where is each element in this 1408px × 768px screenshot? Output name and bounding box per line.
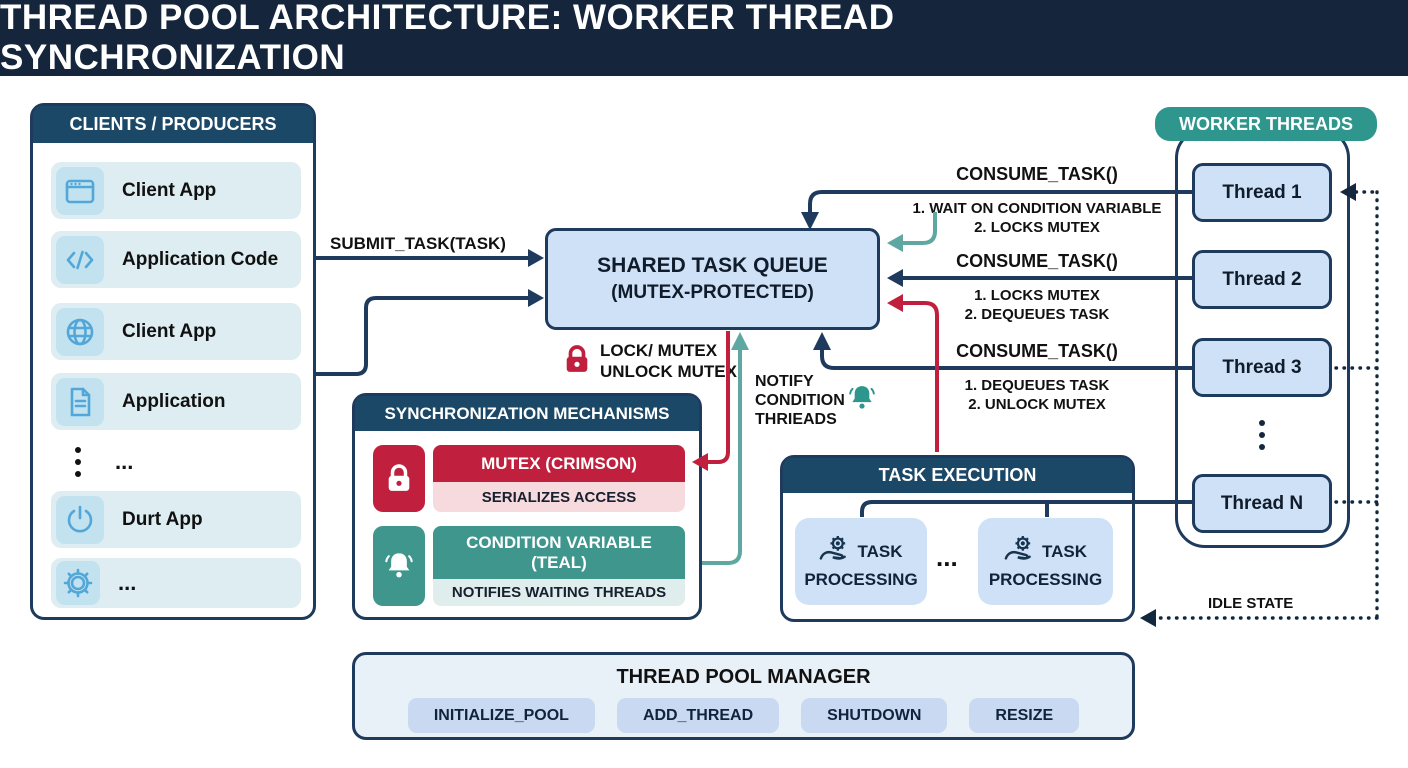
task-processing-box: TASK PROCESSING — [978, 518, 1113, 605]
client-label: Client App — [122, 320, 217, 342]
shared-task-queue: SHARED TASK QUEUE (MUTEX-PROTECTED) — [545, 228, 880, 330]
vertical-ellipsis-icon — [75, 447, 81, 477]
globe-icon — [56, 307, 104, 356]
queue-subtitle: (MUTEX-PROTECTED) — [611, 282, 814, 303]
ellipsis-label: ... — [115, 449, 134, 474]
bell-icon — [849, 384, 875, 417]
list-item: Application Code — [51, 231, 301, 288]
thread-2-box: Thread 2 — [1192, 250, 1332, 309]
add-thread-button: ADD_THREAD — [616, 698, 780, 733]
consume-task-annotation: CONSUME_TASK() 1. WAIT ON CONDITION VARI… — [912, 164, 1162, 236]
page-title: THREAD POOL ARCHITECTURE: WORKER THREAD … — [0, 0, 895, 77]
client-label: Durt App — [122, 508, 203, 530]
clients-producers-header: CLIENTS / PRODUCERS — [33, 106, 313, 143]
resize-button: RESIZE — [969, 698, 1080, 733]
manager-title: THREAD POOL MANAGER — [616, 666, 871, 688]
mutex-title: MUTEX (CRIMSON) — [433, 445, 685, 482]
client-label: ... — [118, 570, 137, 595]
condition-variable-row: CONDITION VARIABLE (TEAL) NOTIFIES WAITI… — [373, 526, 685, 606]
power-icon — [56, 495, 104, 544]
sync-header: SYNCHRONIZATION MECHANISMS — [355, 396, 699, 431]
queue-title: SHARED TASK QUEUE — [597, 254, 828, 277]
consume-task-annotation: CONSUME_TASK() 1. LOCKS MUTEX 2. DEQUEUE… — [956, 251, 1118, 323]
list-item: Durt App — [51, 491, 301, 548]
mutex-subtitle: SERIALIZES ACCESS — [433, 482, 685, 512]
title-bar: THREAD POOL ARCHITECTURE: WORKER THREAD … — [0, 0, 1408, 77]
thread-n-box: Thread N — [1192, 474, 1332, 533]
shutdown-button: SHUTDOWN — [801, 698, 948, 733]
lock-mutex-label: LOCK/ MUTEX UNLOCK MUTEX — [600, 341, 737, 381]
condition-variable-subtitle: NOTIFIES WAITING THREADS — [433, 579, 685, 606]
idle-state-label: IDLE STATE — [1208, 595, 1294, 612]
clients-producers-panel: CLIENTS / PRODUCERS Client App Applicati… — [30, 103, 316, 620]
lock-icon — [564, 344, 590, 381]
code-icon — [56, 235, 104, 284]
list-item: ... — [51, 558, 301, 608]
manager-buttons: INITIALIZE_POOL ADD_THREAD SHUTDOWN RESI… — [355, 698, 1132, 733]
bell-icon — [373, 526, 425, 606]
submit-task-label: SUBMIT_TASK(TASK) — [330, 234, 506, 253]
client-label: Client App — [122, 179, 217, 201]
list-item-ellipsis: ... — [51, 442, 301, 482]
initialize-pool-button: INITIALIZE_POOL — [407, 698, 595, 733]
gear-hand-icon — [819, 533, 851, 570]
notify-condition-label: NOTIFY CONDITION THRIEADS — [755, 373, 845, 428]
client-label: Application — [122, 390, 226, 412]
list-item: Application — [51, 373, 301, 430]
browser-window-icon — [56, 166, 104, 215]
list-item: Client App — [51, 162, 301, 219]
client-label: Application Code — [122, 248, 279, 270]
gear-hand-icon — [1004, 533, 1036, 570]
worker-threads-header: WORKER THREADS — [1155, 107, 1377, 141]
thread-ellipsis-icon — [1259, 420, 1265, 450]
document-icon — [56, 377, 104, 426]
condition-variable-title: CONDITION VARIABLE (TEAL) — [433, 526, 685, 579]
lock-icon — [373, 445, 425, 512]
thread-1-box: Thread 1 — [1192, 163, 1332, 222]
consume-task-annotation: CONSUME_TASK() 1. DEQUEUES TASK 2. UNLOC… — [956, 341, 1118, 413]
mutex-row: MUTEX (CRIMSON) SERIALIZES ACCESS — [373, 445, 685, 512]
task-processing-separator: ... — [936, 542, 958, 572]
gear-icon — [56, 561, 100, 605]
synchronization-mechanisms-panel: SYNCHRONIZATION MECHANISMS MUTEX (CRIMSO… — [352, 393, 702, 620]
task-execution-header: TASK EXECUTION — [783, 458, 1132, 493]
task-processing-box: TASK PROCESSING — [795, 518, 927, 605]
list-item: Client App — [51, 303, 301, 360]
thread-3-box: Thread 3 — [1192, 338, 1332, 397]
thread-pool-manager-panel: THREAD POOL MANAGER INITIALIZE_POOL ADD_… — [352, 652, 1135, 740]
